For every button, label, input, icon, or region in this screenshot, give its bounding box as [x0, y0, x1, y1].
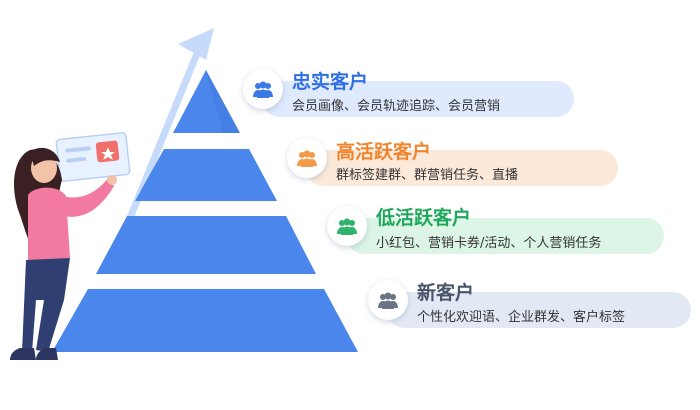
- tier-1-banner: [262, 81, 574, 117]
- tier-2-description: 群标签建群、群营销任务、直播: [336, 168, 519, 183]
- tier-1-icon-badge: [243, 69, 283, 109]
- tier-3-description: 小红包、营销卡券/活动、个人营销任务: [376, 236, 602, 251]
- pyramid-tier-4: [52, 289, 358, 352]
- tier-3-title: 低活跃客户: [376, 207, 472, 229]
- tier-4-title: 新客户: [417, 282, 475, 304]
- users-group-icon: [378, 292, 398, 309]
- tier-2-title: 高活跃客户: [336, 141, 432, 163]
- tier-2-icon-badge: [287, 138, 327, 178]
- woman-illustration: [10, 147, 117, 360]
- tier-1-title: 忠实客户: [292, 71, 369, 93]
- tier-4-banner: [387, 292, 691, 328]
- tier-3-icon-badge: [327, 206, 367, 246]
- pyramid: [52, 70, 358, 352]
- tier-4-icon-badge: [368, 280, 408, 320]
- tier-3-banner: [346, 218, 664, 254]
- pyramid-tier-3: [96, 216, 316, 274]
- pyramid-tier-1: [173, 70, 240, 133]
- tier-2-banner: [306, 150, 618, 186]
- tier-1-description: 会员画像、会员轨迹追踪、会员营销: [292, 99, 501, 114]
- star-icon: [101, 147, 115, 160]
- tier-4-description: 个性化欢迎语、企业群发、客户标签: [417, 310, 626, 325]
- users-group-icon: [297, 150, 317, 167]
- pyramid-tier-2: [135, 149, 277, 201]
- users-group-icon: [253, 81, 273, 98]
- users-group-icon: [337, 218, 357, 235]
- pyramid-tier-1-shade: [206, 70, 240, 133]
- floating-card: [55, 132, 131, 182]
